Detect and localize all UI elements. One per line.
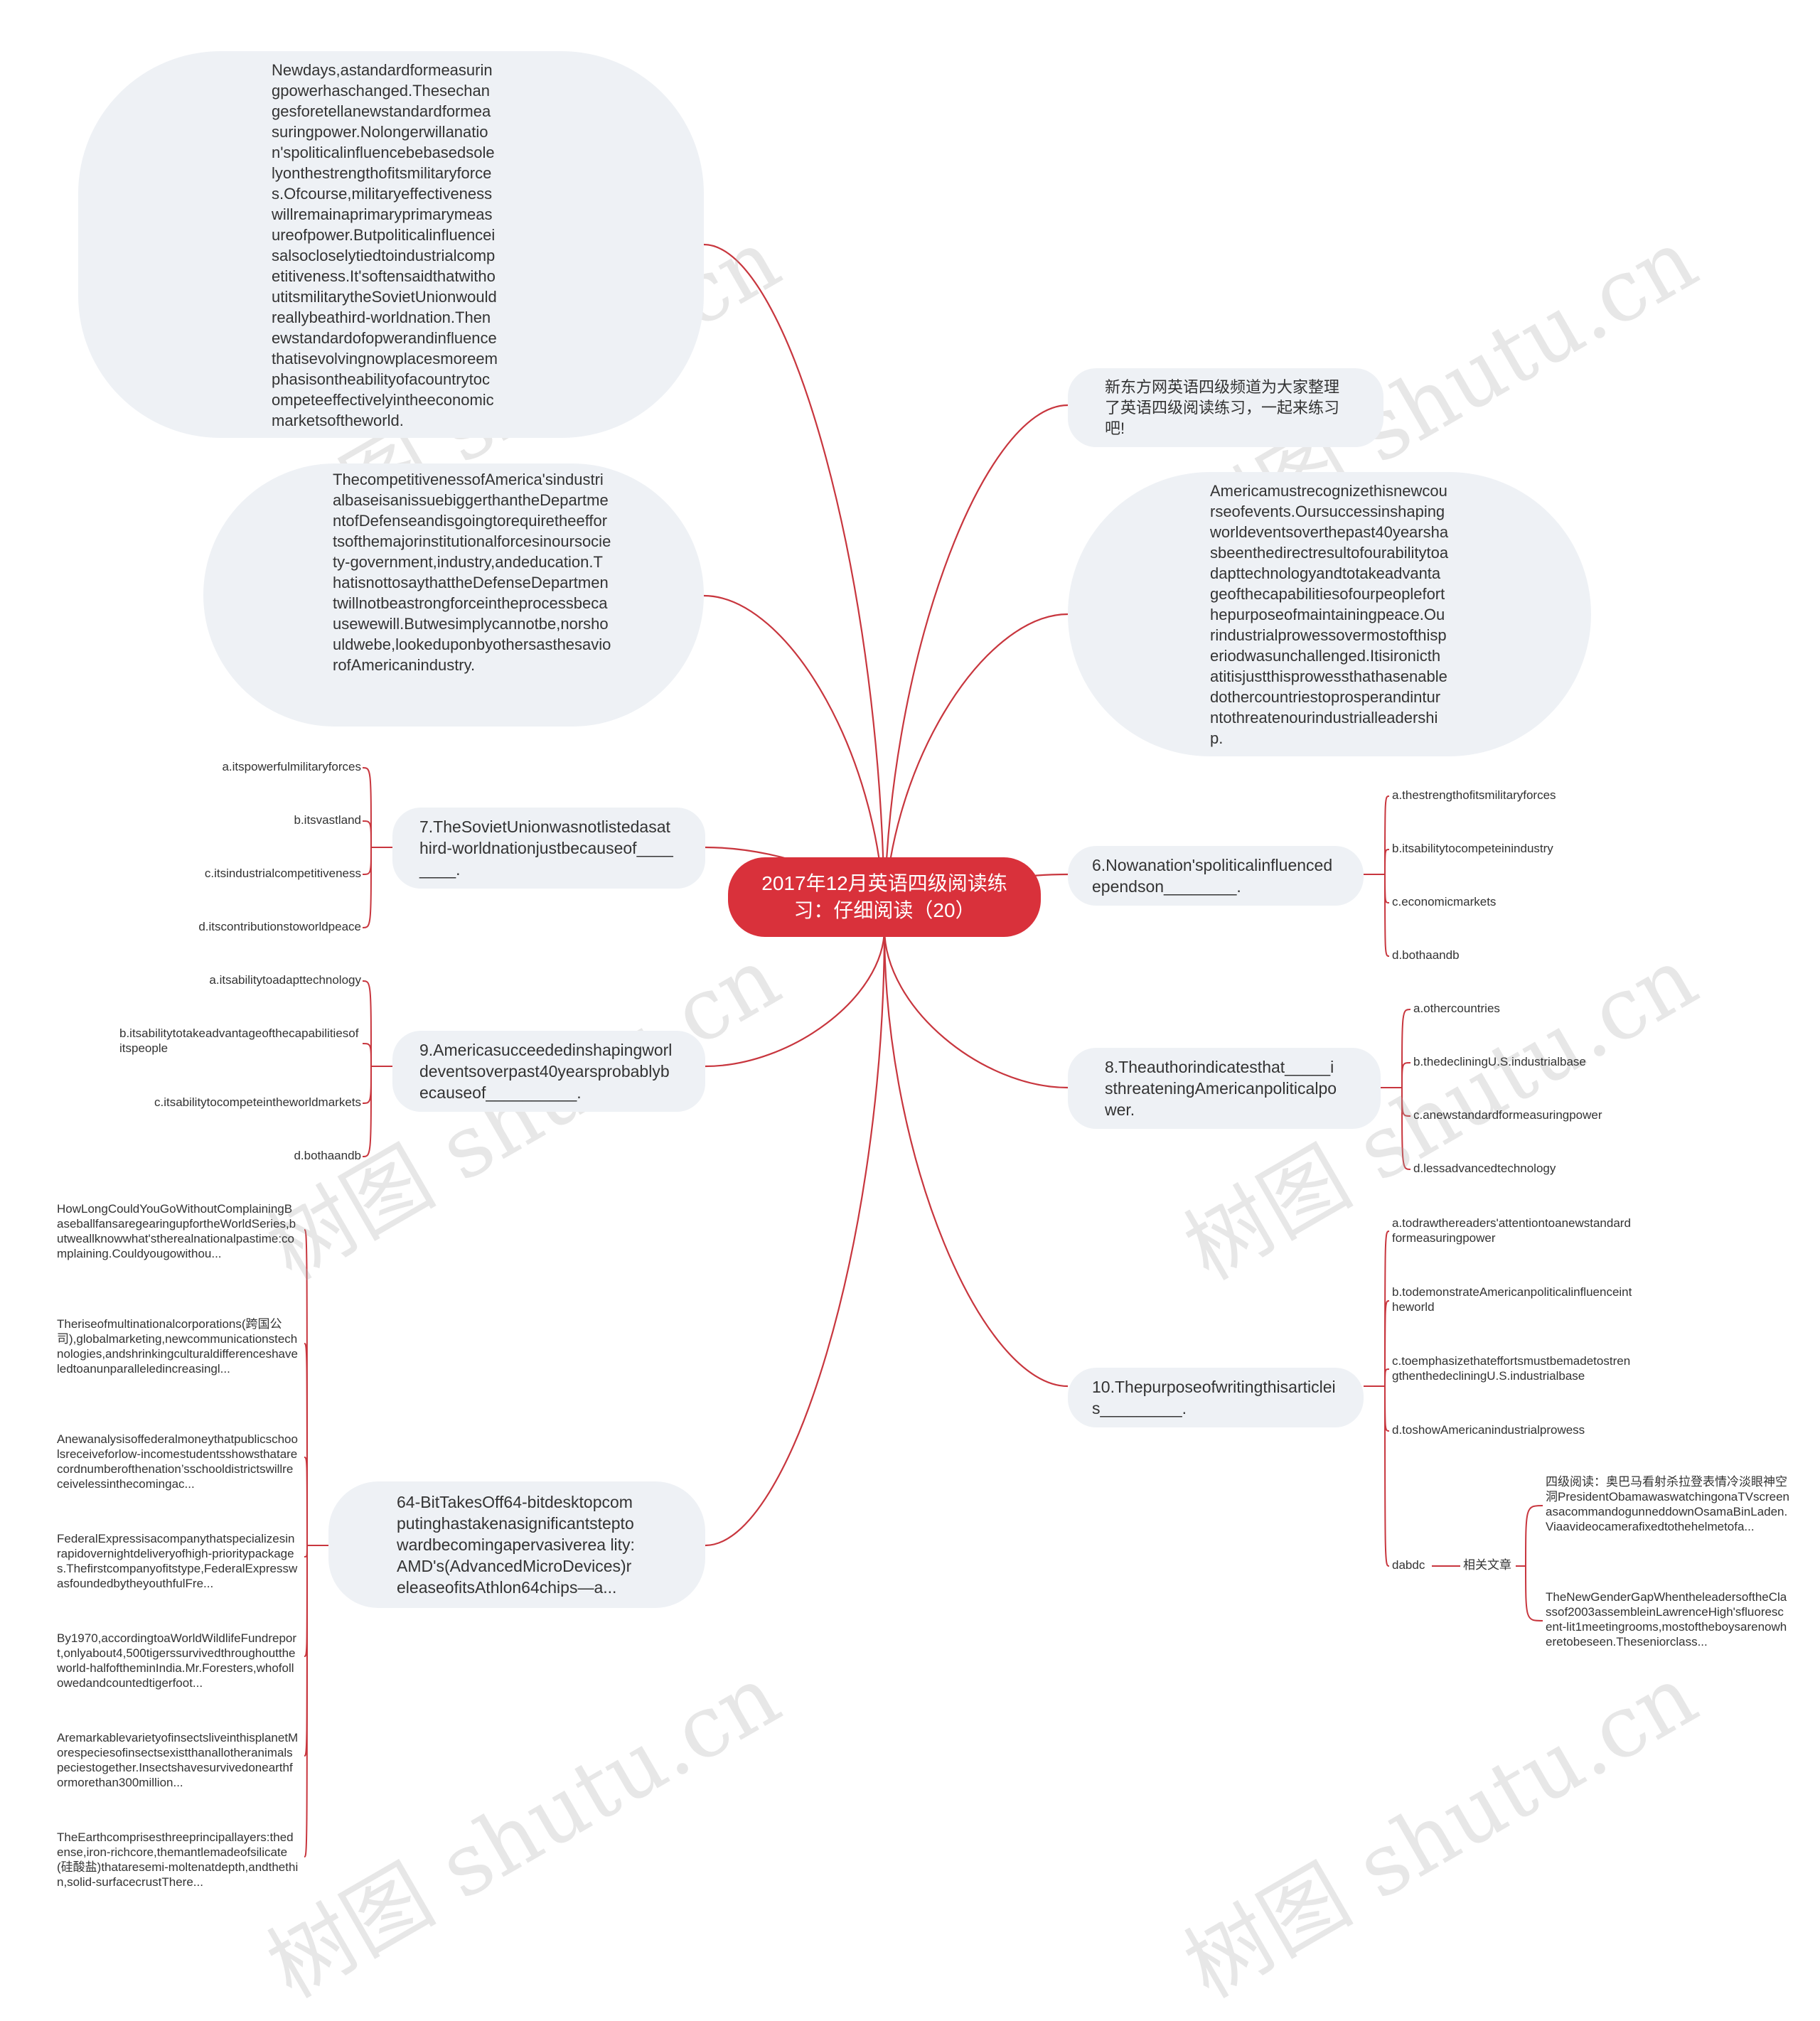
root-topic[interactable]: 2017年12月英语四级阅读练习：仔细阅读（20） — [728, 857, 1041, 937]
related-bracket-edge-6 — [304, 1545, 308, 1858]
q8-option-a[interactable]: a.othercountries — [1413, 1002, 1500, 1015]
q9-option-d[interactable]: d.bothaandb — [294, 1149, 361, 1162]
edge-root-q10 — [883, 928, 1069, 1388]
related-article-64bit[interactable]: 64-BitTakesOff64-bitdesktopcomputinghast… — [328, 1481, 705, 1608]
question-6[interactable]: 6.Nowanation'spoliticalinfluencedependso… — [1068, 846, 1364, 906]
related-item-3[interactable]: Anewanalysisoffederalmoneythatpublicscho… — [57, 1432, 298, 1491]
edge-root-intro — [883, 404, 1069, 929]
q10-option-b[interactable]: b.todemonstrateAmericanpoliticalinfluenc… — [1392, 1285, 1632, 1314]
q7-bracket-edge-3 — [362, 847, 372, 928]
q10-bracket-edge-2 — [1384, 1368, 1390, 1387]
q7-option-b[interactable]: b.itsvastland — [294, 813, 362, 827]
q8-option-d[interactable]: d.lessadvancedtechnology — [1413, 1162, 1556, 1175]
related-label[interactable]: 相关文章 — [1463, 1558, 1511, 1572]
related-item-4[interactable]: FederalExpressisacompanythatspecializesi… — [57, 1532, 298, 1590]
passage-1-bubble[interactable]: Newdays,astandardformeasuringpowerhascha… — [78, 51, 704, 438]
q8-option-c[interactable]: c.anewstandardformeasuringpower — [1413, 1108, 1602, 1122]
q6-option-b[interactable]: b.itsabilitytocompeteinindustry — [1392, 842, 1553, 855]
q8-bracket-edge-2 — [1401, 1087, 1411, 1117]
mindmap-connectors — [304, 243, 1543, 1858]
related-item-5[interactable]: By1970,accordingtoaWorldWildlifeFundrepo… — [57, 1631, 297, 1690]
q7-bracket-edge-1 — [362, 820, 372, 848]
edge-root-related — [705, 928, 886, 1547]
q7-option-a[interactable]: a.itspowerfulmilitaryforces — [222, 760, 361, 773]
edge-related-right-1 — [1525, 1565, 1543, 1621]
related-right-item-1[interactable]: 四级阅读：奥巴马看射杀拉登表情冷淡眼神空洞PresidentObamawaswa… — [1546, 1475, 1790, 1533]
edge-root-passage1 — [703, 243, 886, 929]
q9-bracket-edge-0 — [362, 980, 372, 1067]
q9-bracket-edge-3 — [362, 1066, 372, 1157]
passage-2-text: ThecompetitivenessofAmerica'sindustrialb… — [333, 471, 611, 674]
edge-root-q9 — [705, 928, 886, 1068]
q9-option-a[interactable]: a.itsabilitytoadapttechnology — [209, 973, 361, 987]
q9-option-c[interactable]: c.itsabilitytocompeteintheworldmarkets — [154, 1095, 361, 1109]
q7-bracket-edge-0 — [362, 767, 372, 848]
q9-bracket-edge-2 — [362, 1066, 372, 1104]
q9-bracket-edge-1 — [362, 1043, 372, 1067]
passage-1-text: Newdays,astandardformeasuringpowerhascha… — [272, 61, 498, 429]
q7-bracket-edge-2 — [362, 847, 372, 875]
q8-bracket-edge-0 — [1401, 1009, 1411, 1088]
q8-bracket-edge-1 — [1401, 1062, 1411, 1088]
question-8[interactable]: 8.Theauthorindicatesthat_____isthreateni… — [1068, 1048, 1381, 1129]
q8-bracket-edge-3 — [1401, 1087, 1411, 1170]
edge-root-q8 — [883, 928, 1069, 1089]
related-item-6[interactable]: Aremarkablevarietyofinsectsliveinthispla… — [57, 1731, 299, 1789]
edge-related-right-0 — [1525, 1505, 1543, 1567]
q10-option-d[interactable]: d.toshowAmericanindustrialprowess — [1392, 1423, 1585, 1437]
question-10[interactable]: 10.Thepurposeofwritingthisarticleis_____… — [1068, 1368, 1364, 1427]
q7-option-c[interactable]: c.itsindustrialcompetitiveness — [204, 867, 361, 880]
q10-answer-key[interactable]: dabdc — [1392, 1558, 1425, 1572]
question-7[interactable]: 7.TheSovietUnionwasnotlistedasathird-wor… — [392, 808, 705, 889]
q6-bracket-edge-3 — [1384, 874, 1390, 957]
related-right-item-2[interactable]: TheNewGenderGapWhentheleadersoftheClasso… — [1546, 1590, 1787, 1649]
q10-option-c[interactable]: c.toemphasizethateffortsmustbemadetostre… — [1392, 1354, 1631, 1383]
q7-option-d[interactable]: d.itscontributionstoworldpeace — [198, 920, 361, 933]
related-item-2[interactable]: Theriseofmultinationalcorporations(跨国公司)… — [57, 1317, 298, 1376]
q10-bracket-edge-1 — [1384, 1300, 1390, 1387]
question-9[interactable]: 9.Americasucceededinshapingworldeventsov… — [392, 1031, 705, 1112]
q6-bracket-edge-1 — [1384, 849, 1390, 875]
related-bracket-edge-2 — [304, 1457, 308, 1546]
q8-option-b[interactable]: b.thedecliningU.S.industrialbase — [1413, 1055, 1586, 1068]
intro-note[interactable]: 新东方网英语四级频道为大家整理了英语四级阅读练习，一起来练习吧! — [1068, 368, 1383, 447]
related-item-1[interactable]: HowLongCouldYouGoWithoutComplainingBaseb… — [57, 1202, 296, 1260]
q9-option-b[interactable]: b.itsabilitytotakeadvantageofthecapabili… — [119, 1026, 359, 1055]
q6-option-a[interactable]: a.thestrengthofitsmilitaryforces — [1392, 788, 1556, 802]
q6-option-c[interactable]: c.economicmarkets — [1392, 895, 1497, 908]
passage-3-text: Americamustrecognizethisnewcourseofevent… — [1210, 482, 1449, 747]
q10-option-a[interactable]: a.todrawthereaders'attentiontoanewstanda… — [1392, 1216, 1631, 1245]
passage-3-bubble[interactable]: Americamustrecognizethisnewcourseofevent… — [1068, 472, 1591, 756]
passage-2-bubble[interactable]: ThecompetitivenessofAmerica'sindustrialb… — [203, 463, 704, 727]
related-item-7[interactable]: TheEarthcomprisesthreeprincipallayers:th… — [57, 1830, 299, 1889]
q6-option-d[interactable]: d.bothaandb — [1392, 948, 1460, 962]
q10-bracket-edge-4 — [1384, 1385, 1390, 1567]
